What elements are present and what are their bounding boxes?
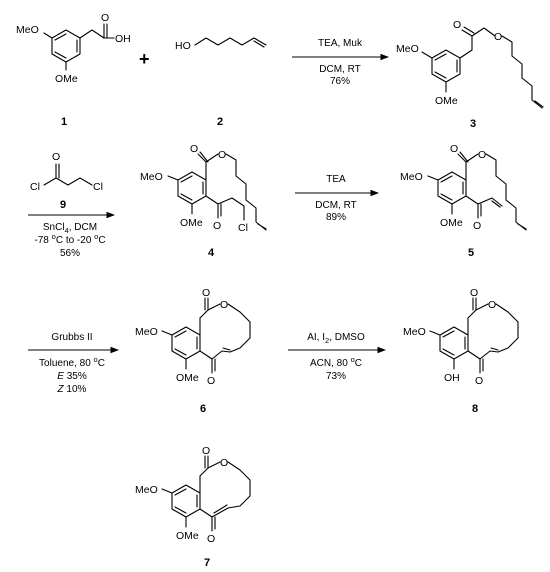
svg-text:SnCl4, DCM: SnCl4, DCM bbox=[43, 222, 97, 235]
ketone-oxygen-label: O bbox=[473, 220, 481, 232]
ester-oxygen-label: O bbox=[478, 149, 486, 161]
carbonyl-oxygen-label: O bbox=[52, 151, 60, 163]
ketone-oxygen-label: O bbox=[475, 375, 483, 387]
compound-6: MeO OMe O O O 6 bbox=[135, 287, 251, 415]
svg-text:ACN, 80 oC: ACN, 80 oC bbox=[310, 355, 362, 369]
methoxy-label: MeO bbox=[400, 171, 423, 183]
svg-text:73%: 73% bbox=[326, 371, 346, 382]
compound-4: MeO OMe O O O Cl 4 bbox=[140, 143, 267, 259]
svg-text:Toluene, 80 oC: Toluene, 80 oC bbox=[39, 355, 105, 369]
svg-text:76%: 76% bbox=[330, 76, 350, 87]
methoxy-label: MeO bbox=[16, 24, 39, 36]
chlorine-label: Cl bbox=[238, 222, 248, 234]
svg-text:DCM, RT: DCM, RT bbox=[315, 200, 356, 211]
compound-8: MeO OH O O O 8 bbox=[403, 287, 519, 415]
compound-number: 3 bbox=[470, 118, 476, 130]
svg-text:Grubbs II: Grubbs II bbox=[51, 332, 92, 343]
compound-2: HO 2 bbox=[175, 37, 267, 128]
ester-oxygen-label: O bbox=[218, 149, 226, 161]
ring-oxygen-label: O bbox=[488, 299, 496, 311]
hydroxyl-label: OH bbox=[444, 372, 460, 384]
compound-9: Cl O Cl 9 bbox=[30, 151, 103, 211]
methoxy-label: MeO bbox=[140, 171, 163, 183]
carbonyl-oxygen-label: O bbox=[190, 143, 198, 155]
svg-text:-78 oC to -20 oC: -78 oC to -20 oC bbox=[34, 232, 105, 246]
reaction-arrow-4: Grubbs II Toluene, 80 oC E 35% Z 10% bbox=[28, 332, 120, 395]
methoxy-label: OMe bbox=[435, 95, 458, 107]
methoxy-label: OMe bbox=[180, 217, 203, 229]
methoxy-label: MeO bbox=[396, 43, 419, 55]
reaction-arrow-2: SnCl4, DCM -78 oC to -20 oC 56% bbox=[28, 211, 116, 259]
svg-text:E 35%: E 35% bbox=[57, 371, 87, 382]
compound-number: 1 bbox=[61, 116, 67, 128]
methoxy-label: MeO bbox=[403, 326, 426, 338]
chlorine-label: Cl bbox=[93, 181, 103, 193]
compound-7: MeO OMe O O O 7 bbox=[135, 445, 251, 569]
carbonyl-oxygen-label: O bbox=[202, 445, 210, 457]
svg-text:DCM, RT: DCM, RT bbox=[319, 64, 360, 75]
ketone-oxygen-label: O bbox=[213, 220, 221, 232]
plus-sign: + bbox=[139, 49, 150, 69]
svg-text:89%: 89% bbox=[326, 212, 346, 223]
hydroxyl-label: OH bbox=[115, 33, 131, 45]
svg-text:56%: 56% bbox=[60, 248, 80, 259]
compound-number: 4 bbox=[208, 247, 215, 259]
carbonyl-oxygen-label: O bbox=[202, 287, 210, 299]
svg-text:TEA: TEA bbox=[326, 174, 346, 185]
methoxy-label: MeO bbox=[135, 326, 158, 338]
carbonyl-oxygen-label: O bbox=[101, 12, 109, 24]
methoxy-label: OMe bbox=[176, 372, 199, 384]
compound-number: 9 bbox=[60, 199, 66, 211]
carbonyl-oxygen-label: O bbox=[450, 143, 458, 155]
ketone-oxygen-label: O bbox=[207, 375, 215, 387]
compound-5: MeO OMe O O O 5 bbox=[400, 143, 527, 259]
reaction-arrow-5: AI, I2, DMSO ACN, 80 oC 73% bbox=[288, 332, 387, 382]
methoxy-label: OMe bbox=[440, 217, 463, 229]
compound-1: MeO OMe OH O 1 bbox=[16, 12, 131, 128]
ester-oxygen-label: O bbox=[494, 31, 502, 43]
svg-text:AI, I2, DMSO: AI, I2, DMSO bbox=[307, 332, 365, 345]
reaction-arrow-3: TEA DCM, RT 89% bbox=[295, 174, 380, 223]
compound-3: MeO OMe O O 3 bbox=[396, 19, 544, 130]
compound-number: 2 bbox=[217, 116, 223, 128]
compound-number: 6 bbox=[200, 403, 206, 415]
ketone-oxygen-label: O bbox=[207, 533, 215, 545]
ring-oxygen-label: O bbox=[220, 299, 228, 311]
reaction-arrow-1: TEA, Muk DCM, RT 76% bbox=[292, 38, 390, 87]
methoxy-label: MeO bbox=[135, 484, 158, 496]
chlorine-label: Cl bbox=[30, 181, 40, 193]
methoxy-label: OMe bbox=[55, 73, 78, 85]
methoxy-label: OMe bbox=[176, 530, 199, 542]
svg-text:Z 10%: Z 10% bbox=[57, 384, 87, 395]
compound-number: 7 bbox=[204, 557, 210, 569]
compound-number: 5 bbox=[468, 247, 474, 259]
compound-number: 8 bbox=[472, 403, 478, 415]
svg-text:TEA, Muk: TEA, Muk bbox=[318, 38, 363, 49]
ring-oxygen-label: O bbox=[220, 457, 228, 469]
carbonyl-oxygen-label: O bbox=[470, 287, 478, 299]
carbonyl-oxygen-label: O bbox=[453, 19, 461, 31]
hydroxyl-label: HO bbox=[175, 40, 191, 52]
